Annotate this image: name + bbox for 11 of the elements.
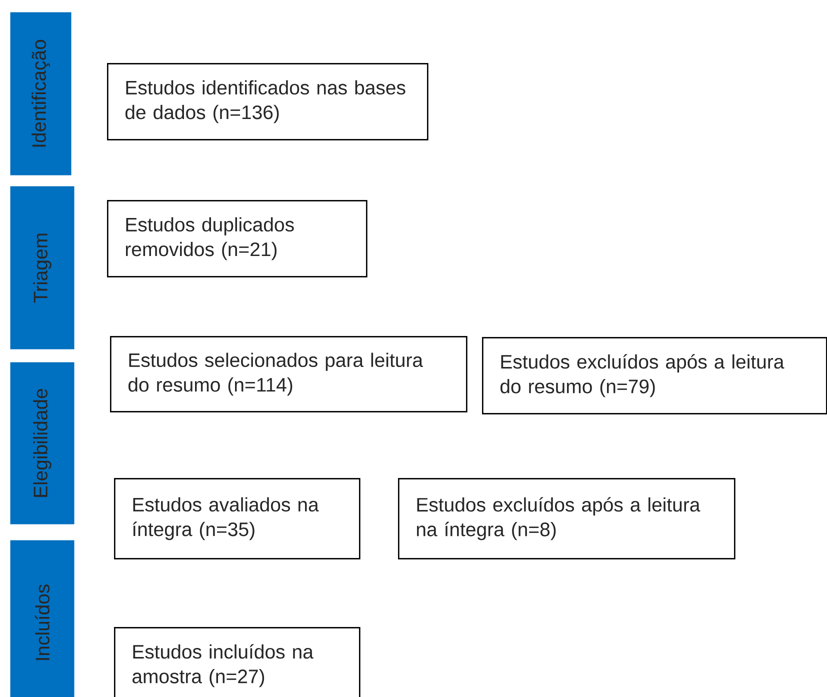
process-box: Estudos identificados nas bases de dados (n=136) xyxy=(107,63,428,140)
process-box: Estudos duplicados removidos (n=21) xyxy=(107,200,368,278)
phase-band: Elegibilidade xyxy=(10,362,74,524)
process-box: Estudos excluídos após a leitura do resumo (n=79) xyxy=(482,337,827,414)
phase-band: Identificação xyxy=(10,12,72,176)
phase-band: Incluídos xyxy=(10,540,74,697)
process-box: Estudos avaliados na íntegra (n=35) xyxy=(114,478,360,560)
phase-band: Triagem xyxy=(10,186,74,350)
process-box: Estudos excluídos após a leitura na íntegra (n=8) xyxy=(398,478,736,560)
process-box: Estudos selecionados para leitura do resumo (n=114) xyxy=(110,336,468,412)
process-box: Estudos incluídos na amostra (n=27) xyxy=(114,627,360,697)
